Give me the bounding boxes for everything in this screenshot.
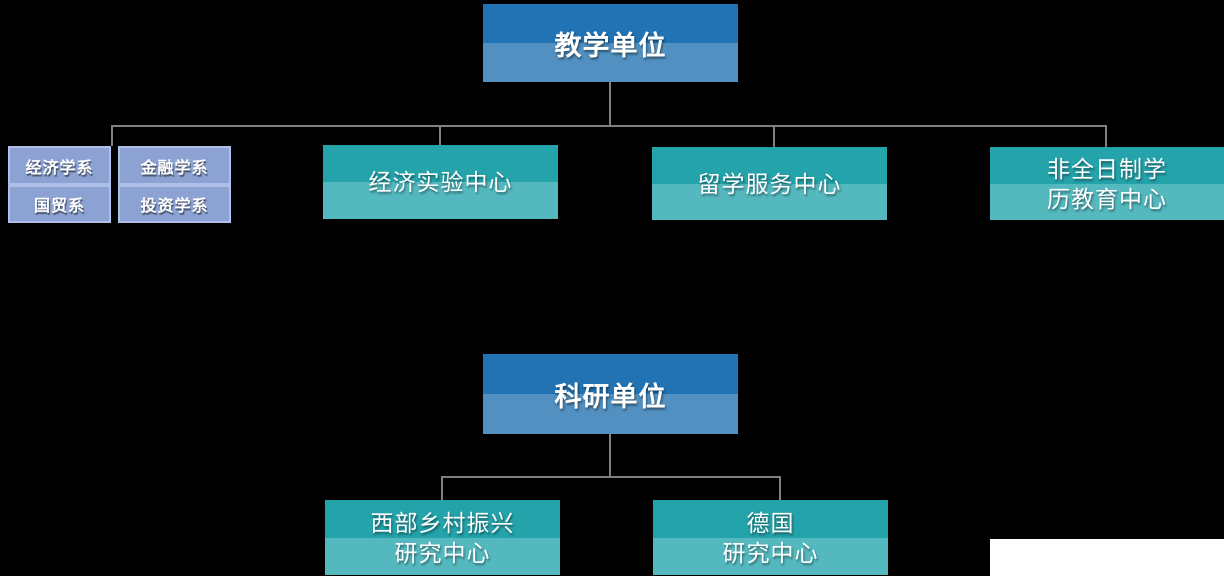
connector-research-rail bbox=[441, 476, 781, 478]
connector-research-stem bbox=[609, 434, 611, 477]
node-bottom-band bbox=[652, 183, 887, 220]
research-units-root-node: 科研单位 bbox=[483, 354, 738, 434]
connector-teaching-drop-4 bbox=[1105, 125, 1107, 147]
dept-cell-investment: 投资学系 bbox=[118, 185, 231, 223]
node-top-band bbox=[323, 145, 558, 182]
node-bottom-band bbox=[990, 183, 1224, 220]
center-node-economics-lab: 经济实验中心 bbox=[323, 145, 558, 219]
dept-cell-international-trade: 国贸系 bbox=[8, 185, 111, 223]
center-node-german-research: 德国 研究中心 bbox=[653, 500, 888, 575]
connector-teaching-stem bbox=[609, 82, 611, 126]
node-bottom-band bbox=[653, 537, 888, 575]
dept-cell-finance: 金融学系 bbox=[118, 146, 231, 185]
node-top-band bbox=[652, 147, 887, 184]
dept-cell-economics: 经济学系 bbox=[8, 146, 111, 185]
center-label: 留学服务中心 bbox=[697, 170, 842, 197]
white-overlay bbox=[990, 539, 1224, 576]
node-bottom-band bbox=[483, 394, 738, 434]
connector-teaching-rail bbox=[111, 125, 1107, 127]
node-bottom-band bbox=[325, 537, 560, 575]
node-bottom-band bbox=[323, 182, 558, 219]
node-top-band bbox=[483, 4, 738, 43]
connector-research-drop-2 bbox=[779, 476, 781, 500]
research-units-title: 科研单位 bbox=[554, 381, 667, 412]
center-label-line-2: 历教育中心 bbox=[1047, 185, 1167, 212]
connector-teaching-drop-2 bbox=[439, 125, 441, 145]
node-top-band bbox=[325, 500, 560, 538]
center-label-line-2: 研究中心 bbox=[722, 539, 819, 566]
node-bottom-band bbox=[483, 43, 738, 82]
center-label-line-1: 西部乡村振兴 bbox=[370, 509, 515, 536]
teaching-units-title: 教学单位 bbox=[554, 30, 667, 61]
teaching-units-root-node: 教学单位 bbox=[483, 4, 738, 82]
connector-research-drop-1 bbox=[441, 476, 443, 500]
node-top-band bbox=[990, 147, 1224, 184]
center-label-line-1: 非全日制学 bbox=[1047, 155, 1167, 182]
center-label: 经济实验中心 bbox=[368, 169, 513, 195]
connector-teaching-drop-1 bbox=[111, 125, 113, 146]
center-label-line-1: 德国 bbox=[746, 509, 795, 536]
center-node-part-time-education: 非全日制学 历教育中心 bbox=[990, 147, 1224, 220]
node-top-band bbox=[483, 354, 738, 394]
connector-teaching-drop-3 bbox=[773, 125, 775, 148]
center-node-study-abroad-service: 留学服务中心 bbox=[652, 147, 887, 220]
center-node-western-rural-revitalization: 西部乡村振兴 研究中心 bbox=[325, 500, 560, 575]
center-label-line-2: 研究中心 bbox=[394, 539, 491, 566]
node-top-band bbox=[653, 500, 888, 538]
